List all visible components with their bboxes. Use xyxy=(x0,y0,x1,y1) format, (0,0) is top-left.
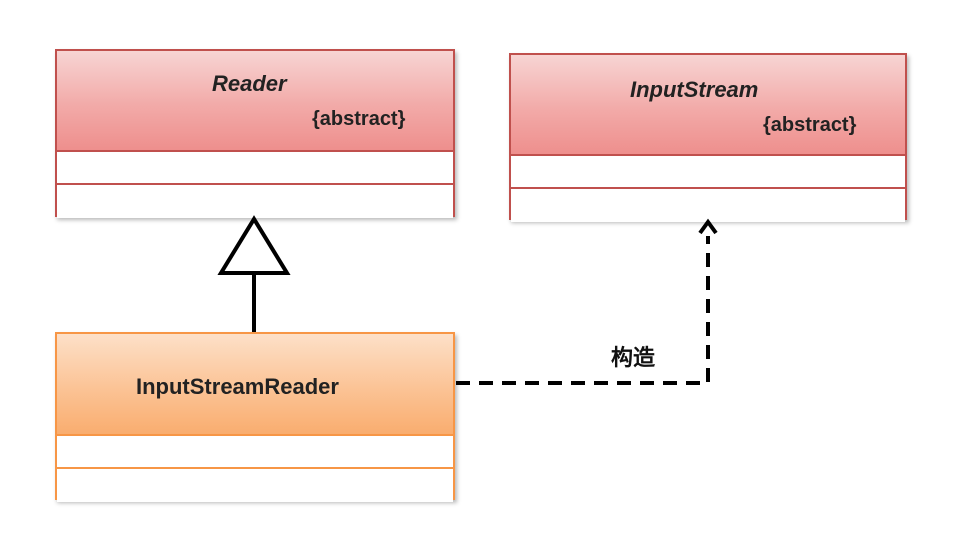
inputstreamreader-attributes-compartment xyxy=(57,436,453,469)
dependency-dashed-line xyxy=(456,236,710,385)
inputstreamreader-class-box: InputStreamReader xyxy=(55,332,455,502)
dependency-label: 构造 xyxy=(611,346,656,371)
reader-class-name: Reader xyxy=(212,71,287,96)
inputstream-methods-compartment xyxy=(511,189,905,222)
inputstream-name-compartment: InputStream {abstract} xyxy=(511,55,905,156)
inputstreamreader-class-name: InputStreamReader xyxy=(136,374,339,399)
reader-abstract-stereotype: {abstract} xyxy=(312,108,406,130)
inputstreamreader-methods-compartment xyxy=(57,469,453,502)
inputstreamreader-name-compartment: InputStreamReader xyxy=(57,334,453,436)
dependency-arrowhead xyxy=(698,218,718,235)
reader-class-box: Reader {abstract} xyxy=(55,49,455,218)
reader-attributes-compartment xyxy=(57,152,453,185)
inputstream-abstract-stereotype: {abstract} xyxy=(763,114,857,136)
inputstream-attributes-compartment xyxy=(511,156,905,189)
inputstream-class-box: InputStream {abstract} xyxy=(509,53,907,222)
reader-methods-compartment xyxy=(57,185,453,218)
inheritance-triangle-arrowhead xyxy=(217,215,291,275)
inputstream-class-name: InputStream xyxy=(630,77,759,102)
reader-name-compartment: Reader {abstract} xyxy=(57,51,453,152)
